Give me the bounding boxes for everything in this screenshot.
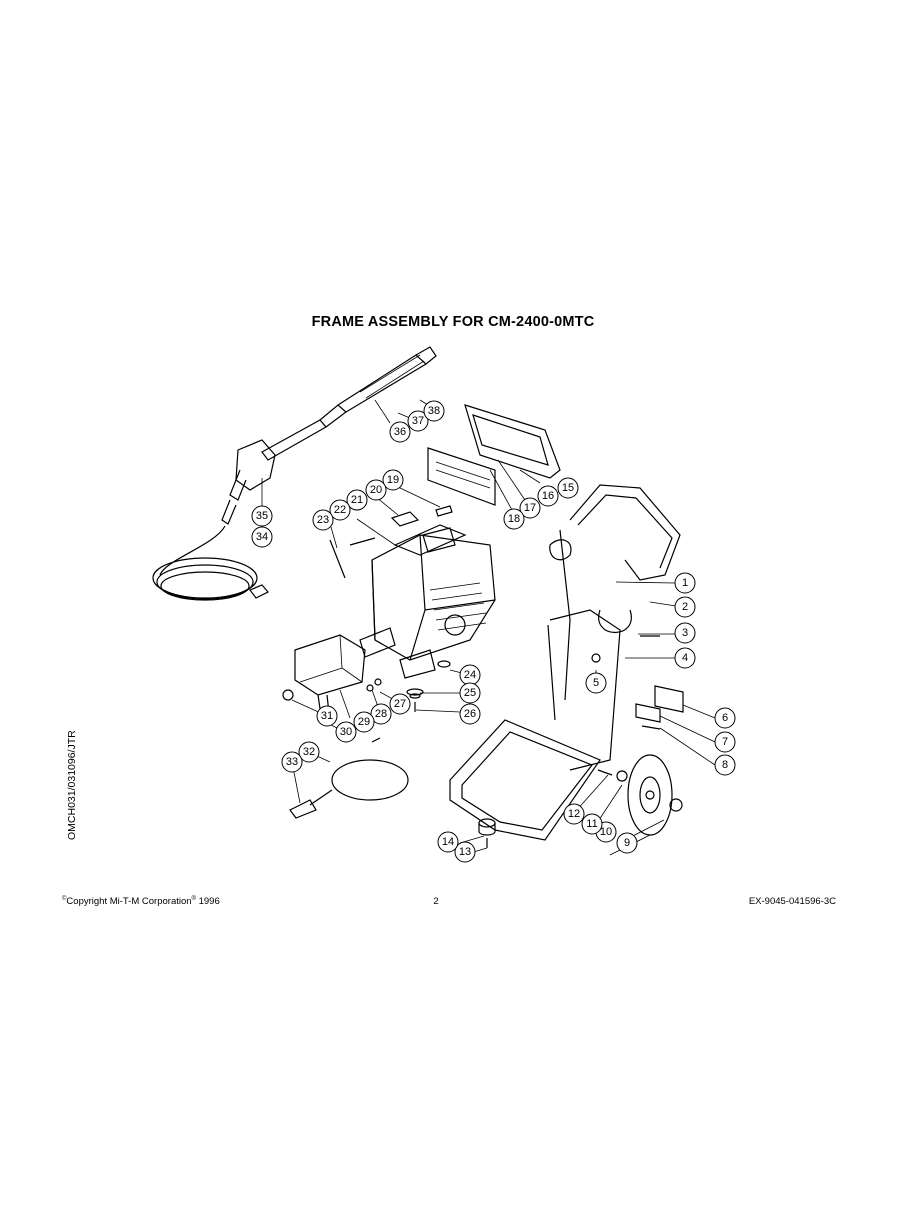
svg-text:6: 6 bbox=[722, 712, 728, 724]
callout-13: 13 bbox=[454, 841, 476, 863]
callout-21: 21 bbox=[346, 489, 368, 511]
svg-text:24: 24 bbox=[464, 669, 476, 681]
svg-text:7: 7 bbox=[722, 736, 728, 748]
copyright-year: 1996 bbox=[198, 896, 220, 907]
svg-text:16: 16 bbox=[542, 490, 554, 502]
callout-35: 35 bbox=[251, 505, 273, 527]
svg-text:28: 28 bbox=[375, 708, 387, 720]
callout-32: 32 bbox=[298, 741, 320, 763]
engine-drawing bbox=[359, 524, 496, 679]
svg-text:18: 18 bbox=[508, 513, 520, 525]
svg-text:27: 27 bbox=[394, 698, 406, 710]
callout-36: 36 bbox=[389, 421, 411, 443]
callout-26: 26 bbox=[459, 703, 481, 725]
callout-23: 23 bbox=[312, 509, 334, 531]
svg-text:20: 20 bbox=[370, 484, 382, 496]
svg-text:33: 33 bbox=[286, 756, 298, 768]
svg-text:38: 38 bbox=[428, 405, 440, 417]
svg-text:35: 35 bbox=[256, 510, 268, 522]
callout-8: 8 bbox=[714, 754, 736, 776]
console-panel-drawing bbox=[427, 404, 561, 506]
svg-text:2: 2 bbox=[682, 601, 688, 613]
callout-5: 5 bbox=[585, 672, 607, 694]
svg-text:22: 22 bbox=[334, 504, 346, 516]
label-parts-drawing bbox=[591, 635, 684, 730]
callout-11: 11 bbox=[581, 813, 603, 835]
callout-27: 27 bbox=[389, 693, 411, 715]
callout-30: 30 bbox=[335, 721, 357, 743]
callout-37: 37 bbox=[407, 410, 429, 432]
callout-6: 6 bbox=[714, 707, 736, 729]
callout-4: 4 bbox=[674, 647, 696, 669]
fastener-parts-drawing bbox=[366, 660, 451, 712]
callout-9: 9 bbox=[616, 832, 638, 854]
svg-text:25: 25 bbox=[464, 687, 476, 699]
document-code: EX-9045-041596-3C bbox=[748, 896, 836, 907]
svg-text:11: 11 bbox=[586, 818, 597, 830]
callout-29: 29 bbox=[353, 711, 375, 733]
svg-text:29: 29 bbox=[358, 716, 370, 728]
callout-19: 19 bbox=[382, 469, 404, 491]
svg-text:12: 12 bbox=[568, 808, 580, 820]
svg-text:23: 23 bbox=[317, 514, 329, 526]
callout-33: 33 bbox=[281, 751, 303, 773]
inlet-hose-drawing bbox=[289, 737, 409, 819]
decal-parts-drawing bbox=[329, 505, 453, 579]
callout-3: 3 bbox=[674, 622, 696, 644]
callout-38: 38 bbox=[423, 400, 445, 422]
svg-text:37: 37 bbox=[412, 415, 424, 427]
leader-lines bbox=[254, 399, 716, 856]
callout-25: 25 bbox=[459, 682, 481, 704]
spray-gun-drawing bbox=[221, 439, 276, 525]
svg-text:3: 3 bbox=[682, 627, 688, 639]
svg-text:4: 4 bbox=[682, 652, 688, 664]
frame-drawing bbox=[449, 484, 681, 841]
svg-text:1: 1 bbox=[682, 577, 688, 589]
svg-text:19: 19 bbox=[387, 474, 399, 486]
registered-symbol: ® bbox=[191, 896, 196, 902]
svg-text:31: 31 bbox=[321, 710, 333, 722]
page-title: FRAME ASSEMBLY FOR CM-2400-0MTC bbox=[311, 314, 595, 330]
copyright-notice: ©Copyright Mi-T-M Corporation® 1996 bbox=[62, 896, 220, 907]
callout-24: 24 bbox=[459, 664, 481, 686]
callout-22: 22 bbox=[329, 499, 351, 521]
callout-7: 7 bbox=[714, 731, 736, 753]
svg-text:17: 17 bbox=[524, 502, 536, 514]
copyright-text: Copyright Mi-T-M Corporation bbox=[66, 896, 192, 907]
page-number: 2 bbox=[433, 896, 439, 907]
callout-1: 1 bbox=[674, 572, 696, 594]
callout-17: 17 bbox=[519, 497, 541, 519]
callout-20: 20 bbox=[365, 479, 387, 501]
callout-12: 12 bbox=[563, 803, 585, 825]
wheel-drawing bbox=[597, 754, 683, 836]
callout-28: 28 bbox=[370, 703, 392, 725]
callout-31: 31 bbox=[316, 705, 338, 727]
svg-text:10: 10 bbox=[600, 826, 612, 838]
svg-text:8: 8 bbox=[722, 759, 728, 771]
hose-coil-drawing bbox=[152, 525, 269, 601]
svg-text:26: 26 bbox=[464, 708, 476, 720]
svg-text:30: 30 bbox=[340, 726, 352, 738]
svg-text:21: 21 bbox=[351, 494, 363, 506]
callout-14: 14 bbox=[437, 831, 459, 853]
svg-text:9: 9 bbox=[624, 837, 630, 849]
callout-2: 2 bbox=[674, 596, 696, 618]
svg-text:14: 14 bbox=[442, 836, 454, 848]
svg-text:13: 13 bbox=[459, 846, 471, 858]
spray-wand-drawing bbox=[261, 346, 437, 461]
document-side-code: OMCH031/031096/JTR bbox=[66, 730, 78, 840]
svg-text:15: 15 bbox=[562, 482, 574, 494]
callout-18: 18 bbox=[503, 508, 525, 530]
callout-15: 15 bbox=[557, 477, 579, 499]
svg-text:32: 32 bbox=[303, 746, 315, 758]
callout-16: 16 bbox=[537, 485, 559, 507]
svg-text:36: 36 bbox=[394, 426, 406, 438]
foot-drawing bbox=[478, 818, 496, 848]
copyright-symbol: © bbox=[62, 896, 67, 902]
svg-text:34: 34 bbox=[256, 531, 268, 543]
svg-text:5: 5 bbox=[593, 677, 599, 689]
callout-34: 34 bbox=[251, 526, 273, 548]
